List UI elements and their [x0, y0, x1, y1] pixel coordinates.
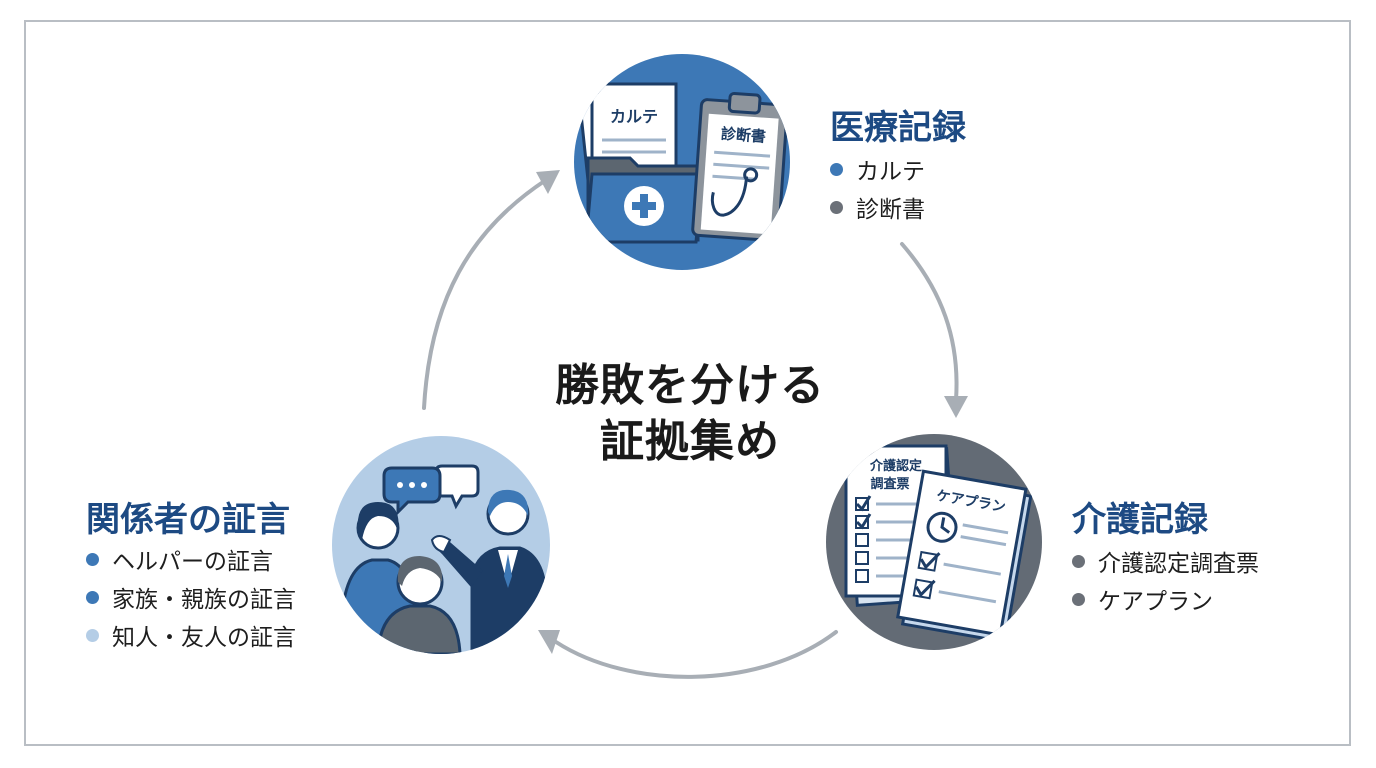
medical-records-title: 医療記録 — [830, 108, 966, 148]
list-item: 知人・友人の証言 — [86, 616, 296, 654]
list-item-label: 介護認定調査票 — [1098, 551, 1259, 577]
arrow-medical-to-care — [900, 242, 959, 402]
folder-label: カルテ — [610, 107, 658, 126]
list-item-label: カルテ — [856, 159, 925, 185]
center-title: 勝敗を分ける 証拠集め — [500, 358, 880, 470]
bullet-dot — [86, 590, 99, 604]
bullet-dot — [830, 162, 843, 176]
listener-avatar — [376, 556, 462, 654]
medical-records-illustration: カルテ 診断書 — [574, 54, 790, 270]
bullet-dot — [86, 628, 99, 642]
testimony-list: ヘルパーの証言 家族・親族の証言 知人・友人の証言 — [86, 540, 296, 654]
list-item: カルテ — [830, 150, 925, 188]
list-item-label: 知人・友人の証言 — [112, 625, 296, 651]
bullet-dot — [830, 200, 843, 214]
list-item-label: ケアプラン — [1098, 589, 1213, 615]
bullet-dot — [86, 552, 99, 566]
care-records-list: 介護認定調査票 ケアプラン — [1072, 542, 1259, 618]
list-item: 家族・親族の証言 — [86, 578, 296, 616]
arrow-people-to-medical — [422, 178, 548, 410]
bullet-dot — [1072, 592, 1085, 606]
arrow-care-to-people — [554, 630, 838, 679]
care-records-title: 介護記録 — [1072, 500, 1208, 540]
list-item: 診断書 — [830, 188, 925, 226]
list-item: 介護認定調査票 — [1072, 542, 1259, 580]
center-title-line2: 証拠集め — [600, 416, 780, 467]
testimony-illustration — [332, 436, 550, 654]
testimony-title: 関係者の証言 — [86, 500, 290, 540]
list-item-label: 診断書 — [856, 197, 925, 223]
center-title-line1: 勝敗を分ける — [555, 360, 825, 411]
clipboard-label: 診断書 — [720, 125, 766, 146]
list-item-label: 家族・親族の証言 — [112, 587, 296, 613]
medical-records-list: カルテ 診断書 — [830, 150, 925, 226]
care-sheet1-label-b: 調査票 — [870, 476, 909, 492]
list-item-label: ヘルパーの証言 — [112, 549, 273, 575]
care-records-illustration: 介護認定 調査票 ケアプラン — [826, 434, 1042, 650]
speech-bubble-icon — [382, 464, 480, 516]
checkbox-list-icon — [855, 495, 918, 583]
bullet-dot — [1072, 554, 1085, 568]
list-item: ヘルパーの証言 — [86, 540, 296, 578]
list-item: ケアプラン — [1072, 580, 1259, 618]
stethoscope-icon — [710, 176, 749, 217]
care-sheet1-label-a: 介護認定 — [869, 458, 922, 474]
